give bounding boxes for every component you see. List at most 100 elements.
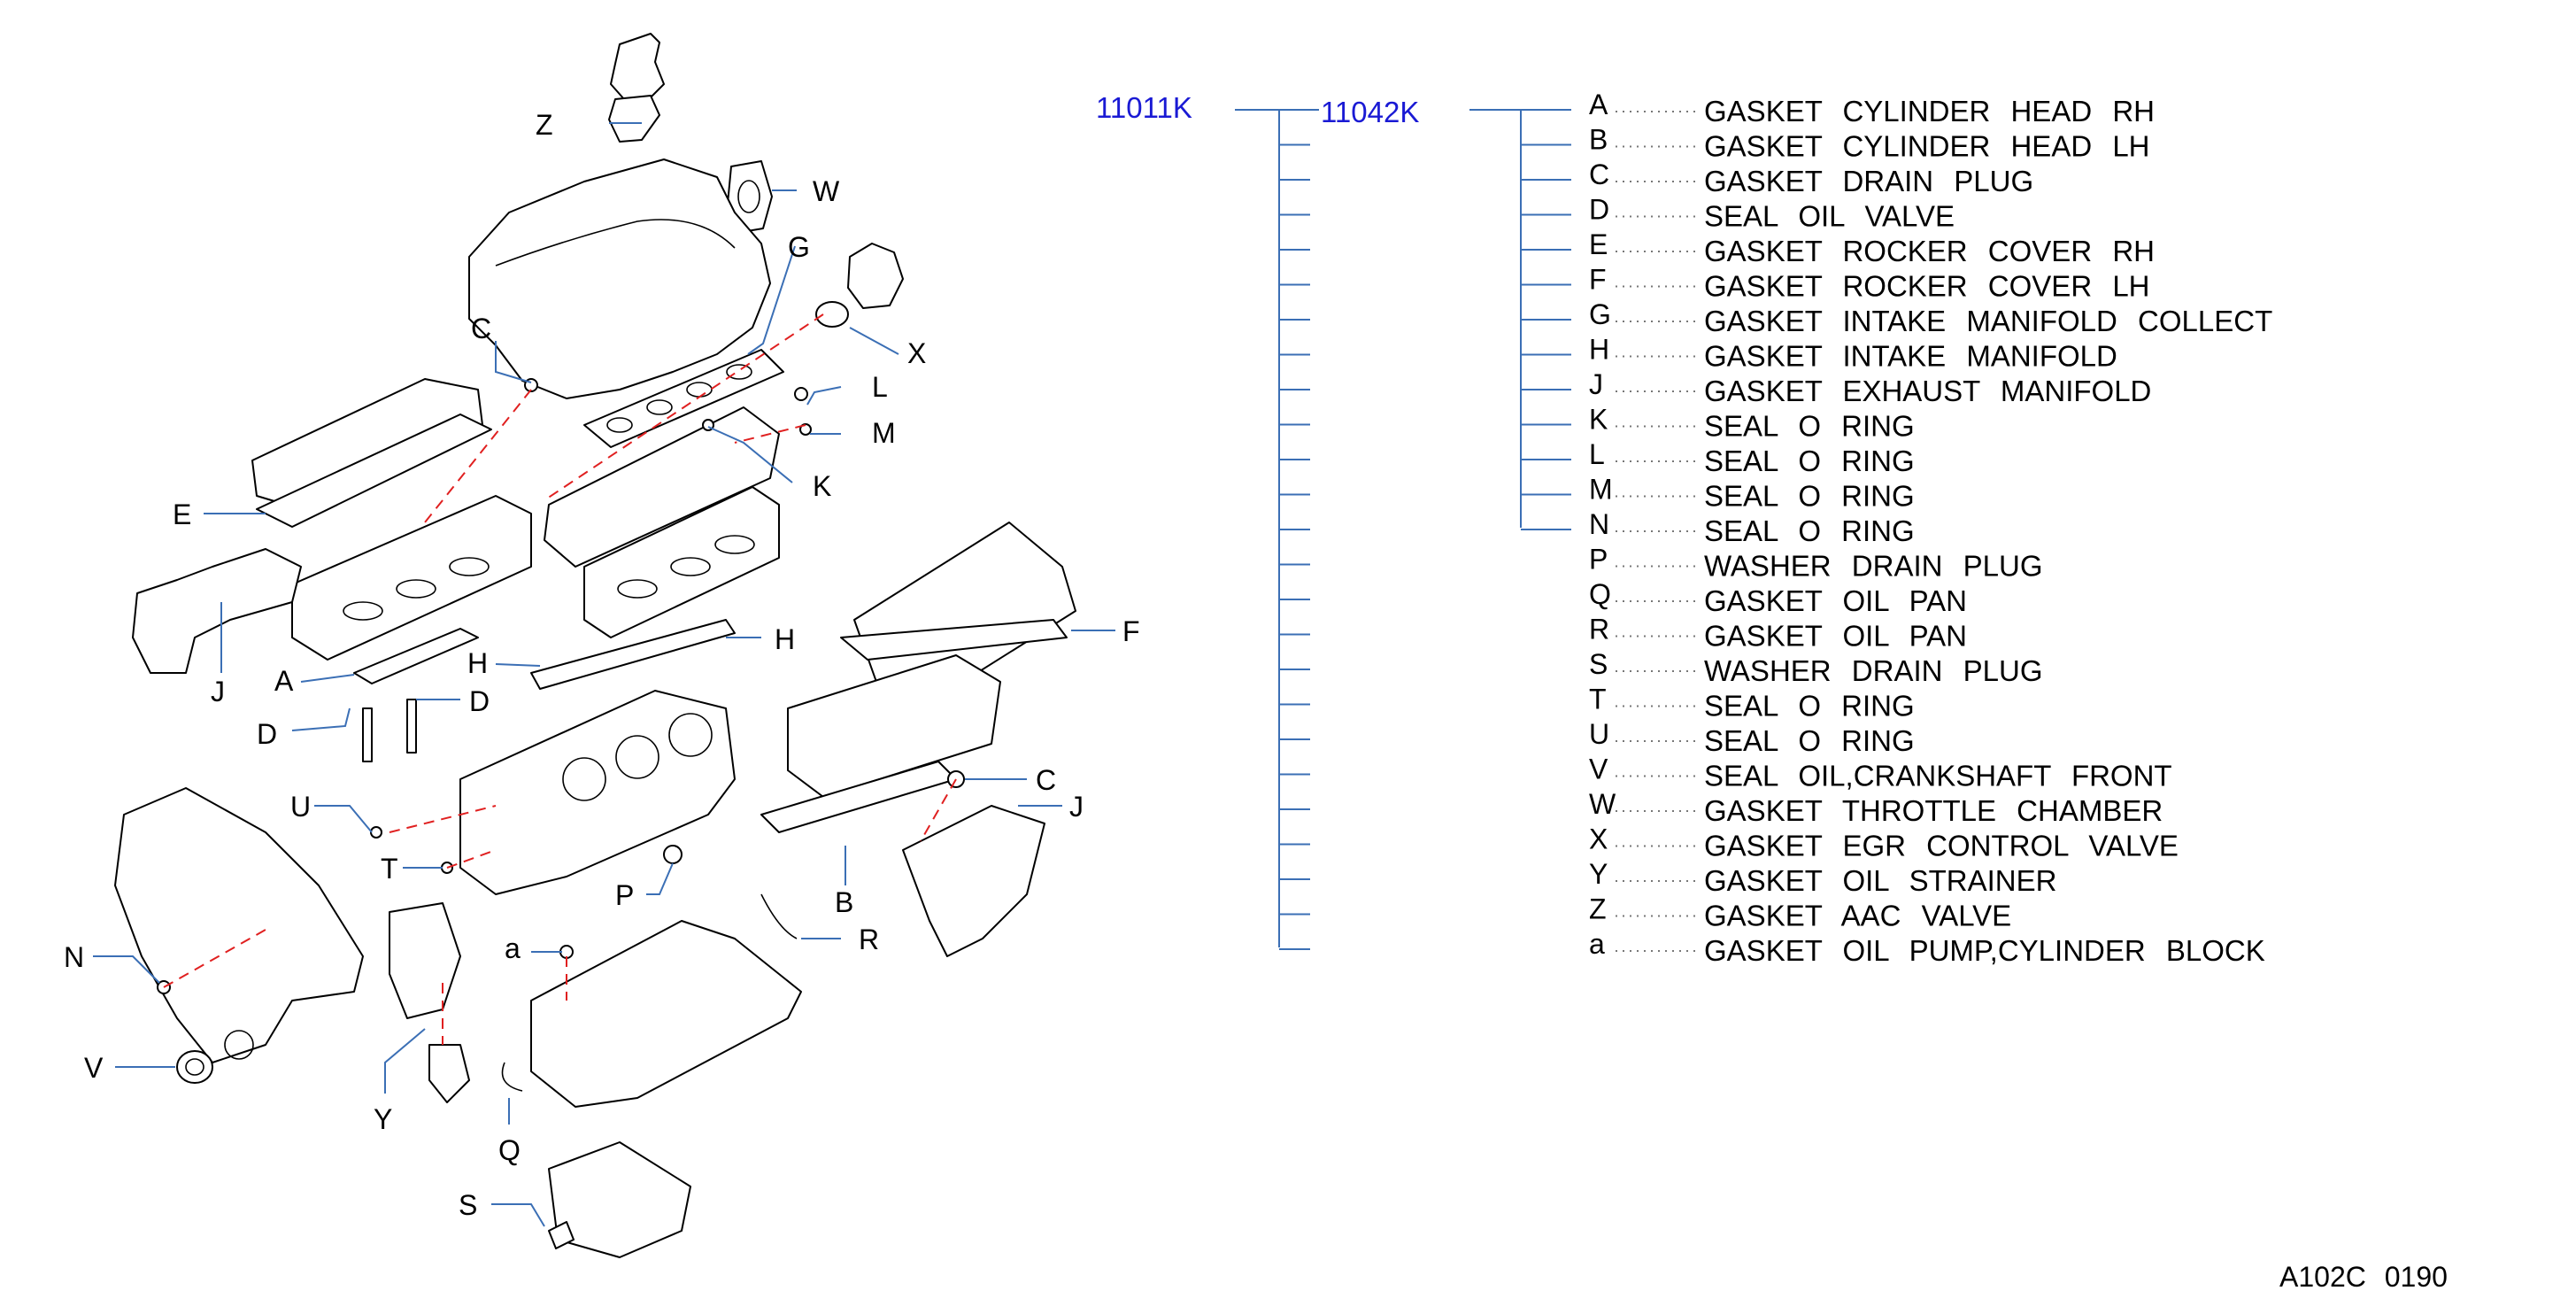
part-description: GASKET CYLINDER HEAD LH	[1704, 130, 2150, 163]
oil-strainer-part	[428, 1044, 470, 1103]
part-code: F	[1589, 264, 1607, 296]
callout-j-left: J	[211, 676, 225, 707]
part-description: GASKET EXHAUST MANIFOLD	[1704, 375, 2151, 407]
part-code: M	[1589, 474, 1613, 506]
cylinder-head-rh-part	[291, 495, 532, 661]
part-row[interactable]: H GASKET INTAKE MANIFOLD	[1589, 334, 2117, 373]
part-row[interactable]: R GASKET OIL PAN	[1589, 614, 1967, 653]
callout-v: V	[84, 1052, 104, 1084]
callout-g: G	[788, 231, 810, 263]
part-code: G	[1589, 298, 1611, 330]
part-row[interactable]: X GASKET EGR CONTROL VALVE	[1589, 823, 2179, 862]
front-cover-part	[114, 787, 364, 1063]
intake-gasket-part	[530, 619, 736, 690]
callout-j-right: J	[1069, 791, 1084, 823]
part-description: GASKET ROCKER COVER LH	[1704, 270, 2150, 303]
part-description: GASKET OIL STRAINER	[1704, 864, 2056, 897]
part-row[interactable]: C GASKET DRAIN PLUG	[1589, 158, 2033, 197]
part-row[interactable]: L SEAL O RING	[1589, 438, 1915, 477]
callout-a-lower: a	[505, 932, 521, 964]
intake-collector-part	[468, 158, 771, 399]
part-code: A	[1589, 89, 1608, 120]
sub-part-number[interactable]: 11042K	[1321, 96, 1419, 128]
crankshaft-seal-part	[176, 1050, 213, 1084]
callout-t: T	[381, 853, 398, 885]
part-code: R	[1589, 614, 1609, 645]
callout-d-right: D	[469, 685, 490, 717]
oil-pan-gasket-r-part	[760, 893, 798, 939]
part-description: GASKET OIL PAN	[1704, 620, 1967, 653]
oil-pump-part	[389, 902, 461, 1019]
part-description: GASKET DRAIN PLUG	[1704, 165, 2033, 197]
cylinder-head-lh-part	[583, 486, 780, 638]
part-row[interactable]: M SEAL O RING	[1589, 474, 1915, 513]
exploded-parts-diagram	[93, 33, 1115, 1258]
part-description: GASKET INTAKE MANIFOLD COLLECT	[1704, 305, 2272, 337]
exhaust-manifold-part	[132, 548, 302, 674]
callout-f: F	[1122, 615, 1140, 647]
part-code: W	[1589, 788, 1616, 820]
part-code: C	[1589, 158, 1609, 190]
part-description: SEAL O RING	[1704, 444, 1915, 477]
part-code: S	[1589, 648, 1608, 680]
part-description: SEAL O RING	[1704, 724, 1915, 757]
callout-a: A	[274, 665, 294, 697]
callout-u: U	[290, 791, 311, 823]
cylinder-head-part	[787, 654, 1001, 798]
head-gasket-rh-part	[353, 628, 479, 684]
part-description: GASKET CYLINDER HEAD RH	[1704, 95, 2155, 128]
part-row[interactable]: F GASKET ROCKER COVER LH	[1589, 264, 2150, 303]
callout-h-right: H	[775, 623, 795, 655]
part-description: WASHER DRAIN PLUG	[1704, 550, 2043, 583]
oil-pan-upper-part	[530, 920, 802, 1108]
part-code: B	[1589, 124, 1608, 156]
part-code: X	[1589, 823, 1608, 855]
part-code: K	[1589, 404, 1608, 436]
callout-n: N	[64, 941, 84, 973]
callout-m: M	[872, 417, 896, 449]
diagram-callouts: Z W G X C L M K E J A H H D D F C J U T …	[64, 109, 1140, 1221]
callout-r: R	[859, 924, 879, 955]
part-description: SEAL O RING	[1704, 480, 1915, 513]
part-description: GASKET AAC VALVE	[1704, 900, 2011, 932]
callout-w: W	[813, 175, 840, 207]
callout-z: Z	[536, 109, 553, 141]
part-row[interactable]: B GASKET CYLINDER HEAD LH	[1589, 124, 2150, 163]
callout-l: L	[872, 371, 888, 403]
part-row[interactable]: G GASKET INTAKE MANIFOLD COLLECT	[1589, 298, 2272, 337]
drain-plug-part	[548, 1221, 575, 1249]
top-part-number[interactable]: 11011K	[1096, 91, 1192, 124]
callout-p: P	[615, 879, 634, 911]
part-description: GASKET INTAKE MANIFOLD	[1704, 340, 2117, 373]
callout-q: Q	[498, 1134, 521, 1166]
part-description: GASKET EGR CONTROL VALVE	[1704, 830, 2179, 862]
callout-s: S	[459, 1189, 477, 1221]
part-description: SEAL OIL,CRANKSHAFT FRONT	[1704, 760, 2172, 792]
part-row[interactable]: A GASKET CYLINDER HEAD RH	[1589, 89, 2155, 128]
valve-part	[362, 707, 373, 762]
part-code: H	[1589, 334, 1609, 366]
callout-d-left: D	[257, 718, 277, 750]
aac-valve-part	[610, 33, 665, 100]
part-code: a	[1589, 928, 1605, 960]
rocker-cover-rh-gasket-part	[256, 414, 492, 528]
cylinder-block-part	[459, 690, 736, 895]
callout-b: B	[835, 886, 853, 918]
part-code: L	[1589, 438, 1605, 470]
part-code: Q	[1589, 578, 1611, 610]
